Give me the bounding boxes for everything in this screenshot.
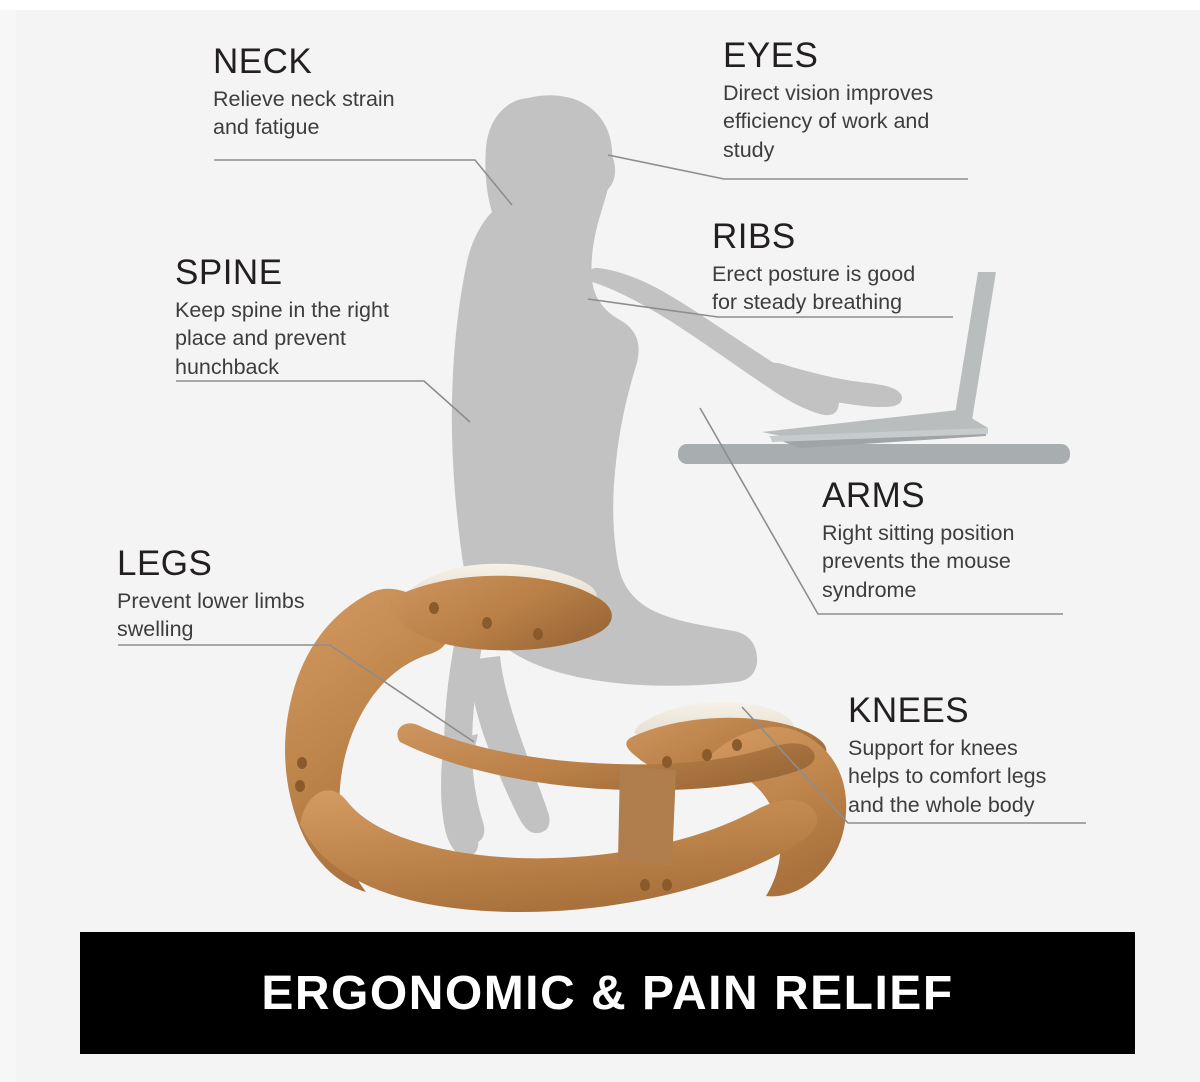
callout-legs: LEGS Prevent lower limbs swelling — [117, 544, 305, 644]
leader-line-eyes — [607, 154, 968, 180]
leader-lines — [118, 154, 1086, 824]
bottom-banner: ERGONOMIC & PAIN RELIEF — [80, 932, 1135, 1054]
chair-screws — [295, 602, 742, 891]
callout-eyes-description: Direct vision improves efficiency of wor… — [723, 80, 934, 162]
kneeling-chair — [285, 563, 847, 913]
chair-rocker-base — [300, 790, 818, 913]
leader-line-legs — [118, 644, 475, 743]
callout-spine-description: Keep spine in the right place and preven… — [175, 297, 389, 379]
laptop — [762, 272, 996, 448]
callout-neck-description: Relieve neck strain and fatigue — [213, 86, 395, 140]
chair-seat-support — [389, 575, 612, 651]
top-edge-band — [0, 0, 1200, 10]
callout-spine: SPINE Keep spine in the right place and … — [175, 253, 389, 381]
callout-arms-title: ARMS — [822, 476, 926, 515]
banner-title: ERGONOMIC & PAIN RELIEF — [261, 966, 954, 1020]
leader-line-knees — [741, 706, 1086, 824]
callout-legs-description: Prevent lower limbs swelling — [117, 588, 305, 642]
callout-neck: NECK Relieve neck strain and fatigue — [213, 42, 395, 142]
leader-line-spine — [176, 380, 471, 423]
callout-ribs-title: RIBS — [712, 217, 796, 256]
leader-line-neck — [214, 159, 513, 206]
callout-knees-title: KNEES — [848, 691, 970, 730]
callout-ribs: RIBS Erect posture is good for steady br… — [712, 217, 916, 317]
callout-eyes: EYES Direct vision improves efficiency o… — [723, 36, 934, 164]
chair-connector-block — [618, 766, 676, 866]
callout-legs-title: LEGS — [117, 544, 213, 583]
leader-line-arms — [699, 407, 1063, 615]
callout-spine-title: SPINE — [175, 253, 283, 292]
callout-knees-description: Support for knees helps to comfort legs … — [848, 735, 1047, 817]
callout-knees: KNEES Support for knees helps to comfort… — [848, 691, 1047, 819]
callout-arms: ARMS Right sitting position prevents the… — [822, 476, 1015, 604]
chair-crossbar — [397, 723, 815, 791]
callout-arms-description: Right sitting position prevents the mous… — [822, 520, 1015, 602]
callout-neck-title: NECK — [213, 42, 313, 81]
desk-surface — [678, 444, 1070, 464]
callout-ribs-description: Erect posture is good for steady breathi… — [712, 261, 916, 315]
leader-line-ribs — [587, 298, 953, 318]
left-edge-band — [0, 10, 16, 1082]
callout-eyes-title: EYES — [723, 36, 819, 75]
